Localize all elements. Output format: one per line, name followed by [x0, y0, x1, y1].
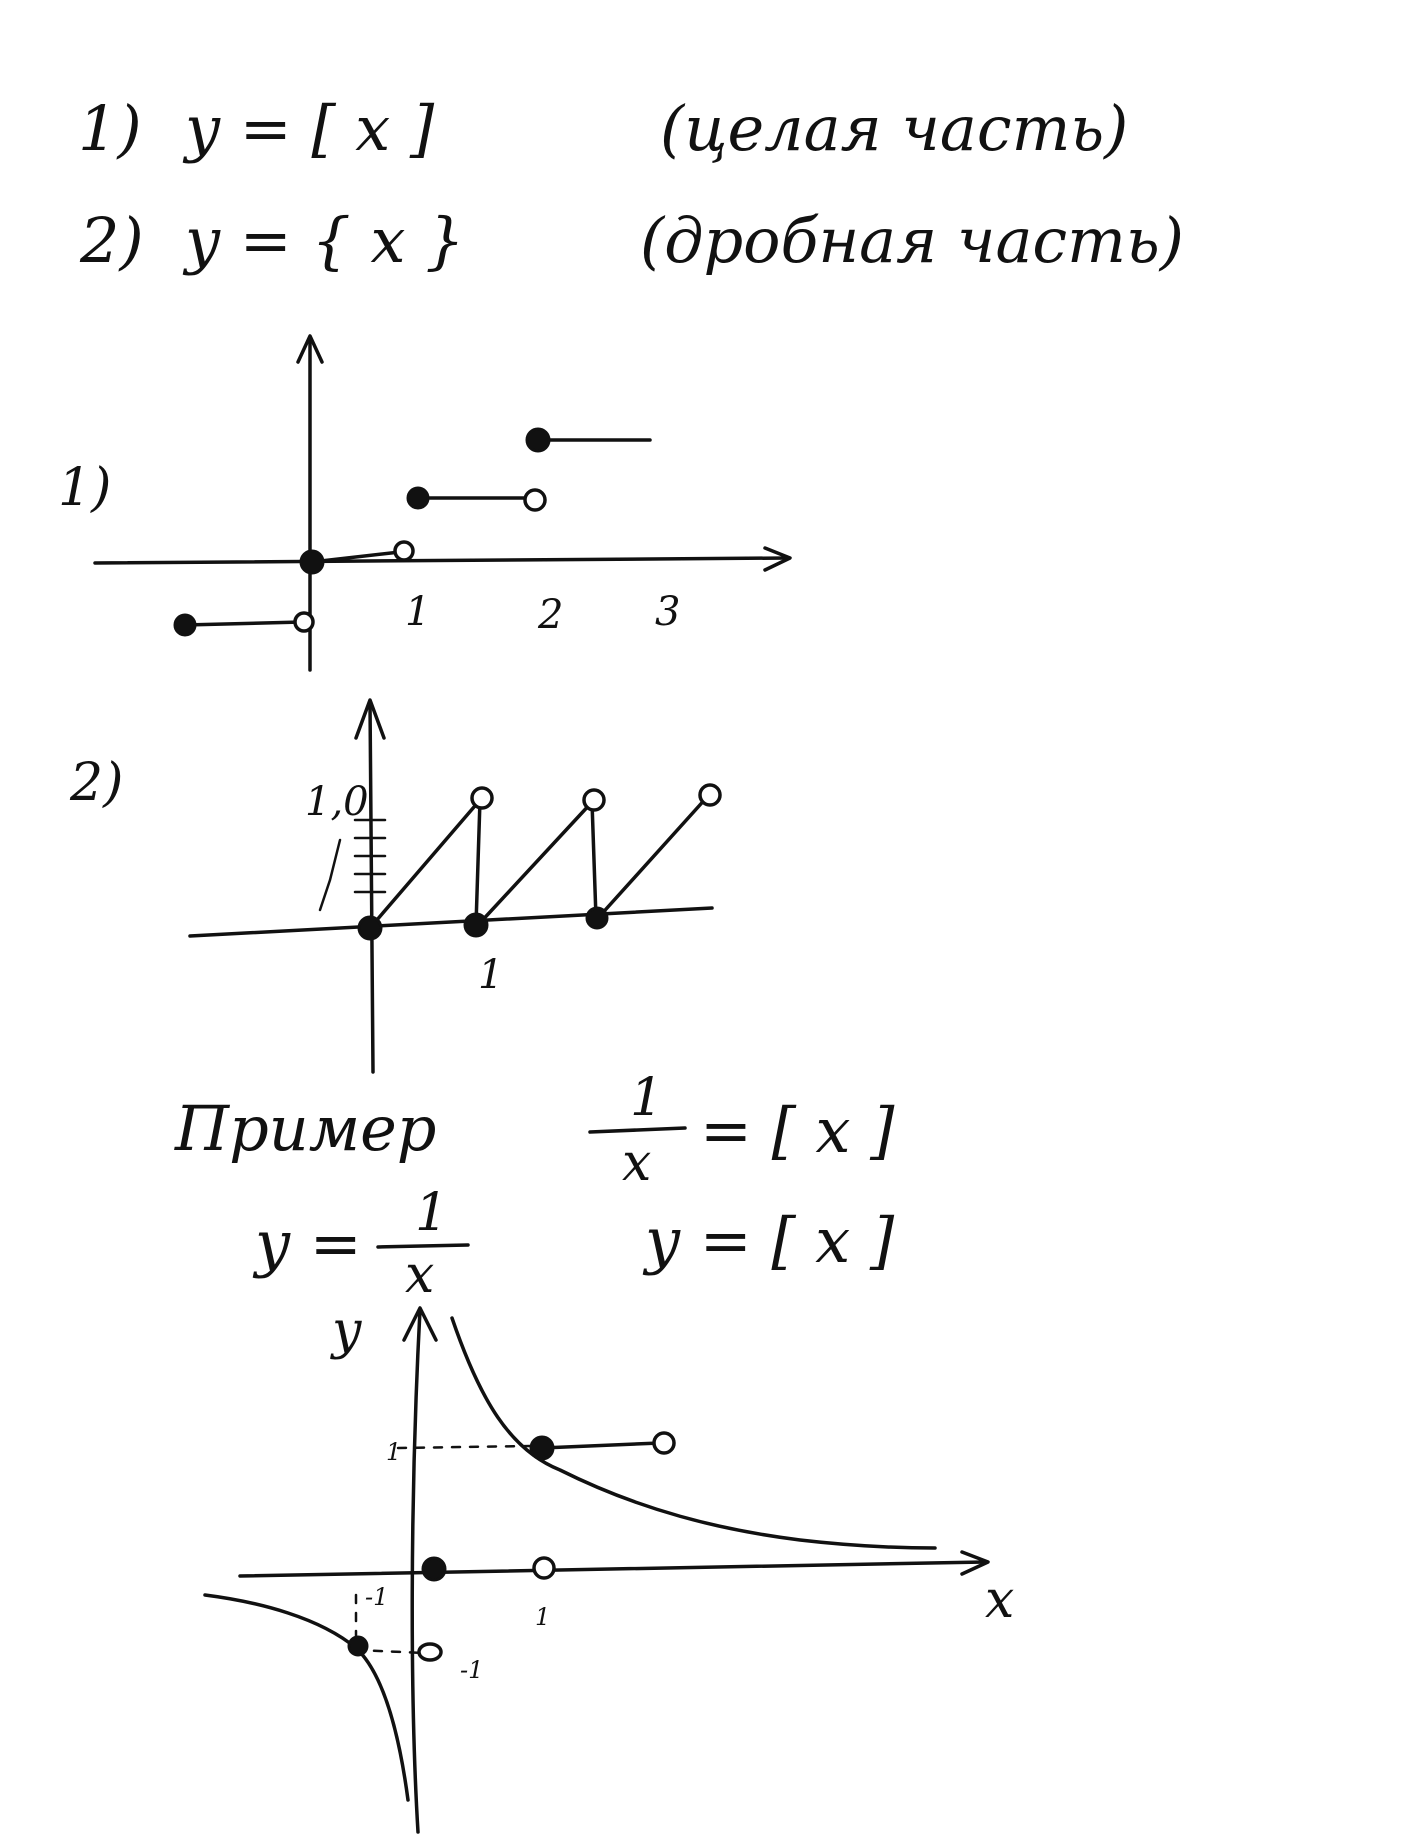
graph1-step-0-open [393, 540, 415, 562]
graph2-tooth-1 [368, 798, 482, 930]
graph2-frac: 2) 1,0 1 [69, 698, 722, 1074]
example-f1-fraction-bar [376, 1243, 470, 1249]
graph2-open-3 [698, 783, 722, 807]
graph2-x-axis [188, 906, 714, 938]
line2-note: (дробная часть) [640, 204, 1184, 277]
graph3-open-neg [417, 1642, 443, 1662]
example-eq-rhs: = [ x ] [700, 1094, 895, 1167]
graph3-hyperbola-negative [203, 1593, 410, 1802]
graph3-solution-x1 [529, 1435, 555, 1461]
graph2-y-hatch [318, 818, 387, 912]
graph1-tick-1: 1 [405, 589, 430, 635]
graph1-step-1-open [523, 488, 547, 512]
graph1-step-neg1 [183, 620, 304, 627]
graph2-tooth-2 [476, 800, 594, 927]
graph3-solution-xneg1 [347, 1635, 369, 1657]
header: 1) y = [ x ] (целая часть) 2) y = { x } … [78, 92, 1184, 277]
graph3-floor-step [540, 1441, 662, 1450]
graph3-hyperbola-positive [450, 1316, 937, 1550]
graph2-x-tick: 1 [478, 952, 503, 998]
graph2-y-arrow [354, 698, 386, 740]
graph2-label: 2) [69, 753, 123, 813]
example-eq-denominator: x [622, 1133, 651, 1193]
graph3-y-tick-neg: -1 [460, 1656, 483, 1684]
graph1-step-1-closed [406, 486, 430, 510]
example-eq-fraction-bar [588, 1126, 687, 1134]
graph3-hyperbola-floor: у x 1 1 -1 -1 [203, 1301, 1014, 1834]
graph3-dash-yneg1 [354, 1648, 427, 1655]
graph3-floor-step-open [652, 1431, 676, 1455]
graph1-step-0-closed [299, 549, 325, 575]
graph2-y-tick: 1,0 [305, 779, 369, 825]
graph3-x-label: x [985, 1570, 1014, 1630]
graph1-y-arrow [296, 334, 324, 364]
graph1-tick-3: 3 [655, 589, 680, 635]
graph1-step-2-closed [525, 427, 551, 453]
graph3-open-x1 [532, 1556, 556, 1580]
graph3-x-axis [238, 1560, 987, 1578]
graph1-step-neg1-closed [173, 613, 197, 637]
line1-formula: y = [ x ] [182, 92, 435, 165]
graph3-x-tick-pos: 1 [535, 1603, 550, 1631]
graph1-step-neg1-open [293, 611, 315, 633]
line2-formula: y = { x } [182, 204, 465, 277]
graph1-x-axis [93, 556, 790, 565]
graph3-x-tick-neg: -1 [365, 1583, 388, 1611]
graph2-jump-1 [474, 798, 482, 927]
example-eq-numerator: 1 [630, 1068, 663, 1128]
example: Пример 1 x = [ x ] y = 1 x y = [ x ] [174, 1068, 895, 1305]
graph1-tick-2: 2 [537, 592, 563, 638]
line2-number: 2) [79, 204, 144, 277]
example-title: Пример [174, 1092, 436, 1165]
graph1-x-arrow [763, 546, 792, 572]
graph3-x-arrow [960, 1550, 990, 1576]
graph3-y-axis [410, 1308, 422, 1834]
example-f2: y = [ x ] [642, 1204, 895, 1277]
graph3-y-arrow [402, 1306, 438, 1342]
line1-number: 1) [78, 92, 142, 165]
graph2-tooth-3 [596, 794, 710, 920]
graph1-floor: 1) 1 2 3 [58, 334, 792, 672]
graph3-y-label: у [330, 1301, 362, 1361]
example-f1-denominator: x [405, 1245, 434, 1305]
graph2-dot-0 [357, 915, 383, 941]
graph2-open-2 [582, 788, 606, 812]
graph2-dot-1 [463, 912, 489, 938]
graph2-y-axis [368, 700, 375, 1074]
graph1-label: 1) [58, 458, 111, 518]
example-f1-lhs: y = [252, 1207, 362, 1280]
graph3-origin-dot [421, 1556, 447, 1582]
graph2-open-1 [470, 786, 494, 810]
graph1-step-0 [310, 550, 402, 564]
line1-note: (целая часть) [660, 92, 1128, 165]
graph3-y-tick-pos: 1 [386, 1438, 401, 1466]
example-f1-numerator: 1 [415, 1183, 448, 1243]
graph2-jump-2 [590, 800, 598, 920]
graph2-dot-2 [585, 906, 609, 930]
graph3-dash-y1 [396, 1444, 532, 1450]
